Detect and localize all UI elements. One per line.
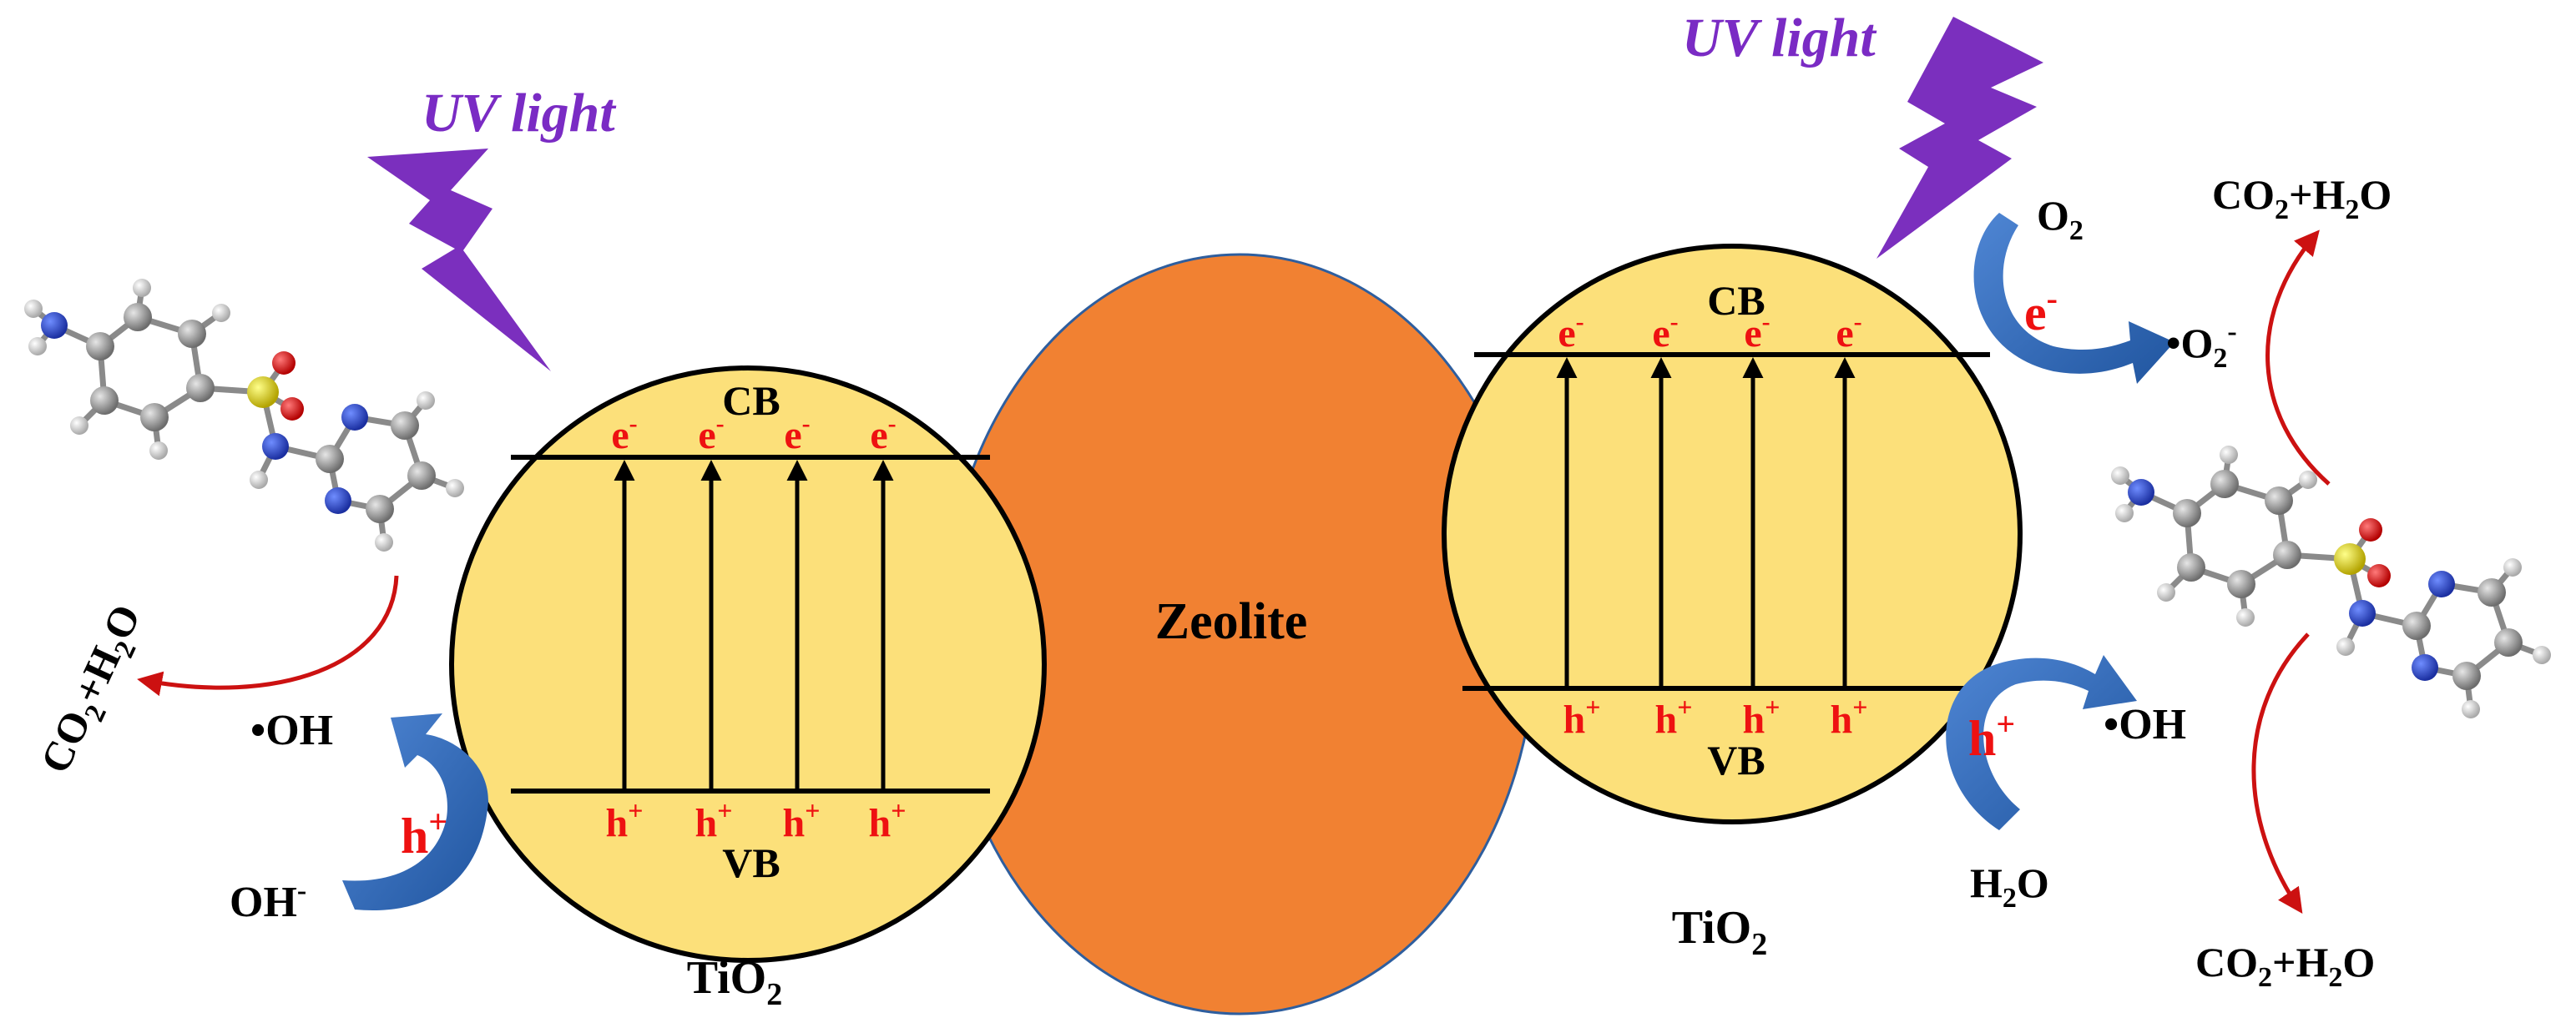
tio2-label-left: TiO2 xyxy=(687,952,782,1012)
vb-label: VB xyxy=(1707,737,1765,784)
hole-label: h+ xyxy=(401,803,447,864)
oh-radical-label-right: •OH xyxy=(2104,701,2186,748)
hole-label: h+ xyxy=(1655,692,1693,742)
oxygen-label: O2 xyxy=(2037,192,2084,246)
electron-label: e- xyxy=(1836,308,1861,355)
curved-arrow-icon xyxy=(2251,632,2310,914)
uv-light-label-right: UV light xyxy=(1682,8,1876,68)
hole-label: h+ xyxy=(695,795,733,845)
hole-label: h+ xyxy=(1831,692,1868,742)
electron-label: e- xyxy=(2024,280,2058,340)
product-label-bottom-right: CO2+H2O xyxy=(2195,939,2375,993)
electron-label: e- xyxy=(1744,308,1770,355)
tio2-particle-right: CB VB e- e- e- e- h+ h+ h+ h+ xyxy=(1442,244,2023,824)
product-label-left: CO2+H2O xyxy=(31,597,156,784)
electron-label: e- xyxy=(1558,308,1583,355)
oh-radical-label-left: •OH xyxy=(250,707,333,754)
hole-label: h+ xyxy=(783,795,821,845)
superoxide-label: •O2- xyxy=(2166,316,2237,374)
vb-label: VB xyxy=(722,839,780,886)
sulfadiazine-molecule-icon xyxy=(24,279,464,552)
cb-label: CB xyxy=(722,377,780,424)
electron-label: e- xyxy=(698,410,724,457)
hole-label: h+ xyxy=(1563,692,1601,742)
water-label: H2O xyxy=(1970,859,2049,914)
sulfadiazine-molecule-icon xyxy=(2111,446,2551,718)
curved-arrow-icon xyxy=(342,713,488,910)
tio2-particle-left: CB VB e- e- e- e- h+ h+ h+ h+ xyxy=(449,365,1047,963)
electron-label: e- xyxy=(784,410,810,457)
hole-label: h+ xyxy=(606,795,644,845)
product-label-top-right: CO2+H2O xyxy=(2212,171,2392,225)
curved-arrow-icon xyxy=(2265,229,2331,486)
hole-label: h+ xyxy=(1743,692,1780,742)
tio2-label-right: TiO2 xyxy=(1672,902,1767,962)
hole-label: h+ xyxy=(1968,705,2015,766)
electron-label: e- xyxy=(1652,308,1678,355)
curved-arrow-icon xyxy=(1946,655,2137,830)
uv-light-label-left: UV light xyxy=(422,83,616,144)
lightning-bolt-icon xyxy=(1876,17,2043,259)
curved-arrow-icon xyxy=(1973,213,2174,384)
hydroxide-label: OH- xyxy=(230,875,306,926)
electron-label: e- xyxy=(870,410,896,457)
zeolite-label: Zeolite xyxy=(1155,593,1308,650)
electron-label: e- xyxy=(611,410,637,457)
cb-label: CB xyxy=(1707,277,1765,324)
lightning-bolt-icon xyxy=(367,149,551,371)
curved-arrow-icon xyxy=(137,575,399,697)
hole-label: h+ xyxy=(869,795,907,845)
